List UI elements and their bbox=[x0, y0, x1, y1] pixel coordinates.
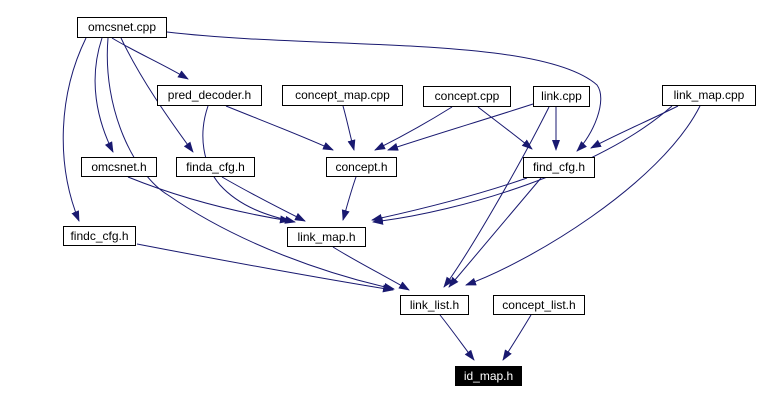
edge-link.cpp->link_list.h bbox=[443, 106, 550, 288]
edge-omcsnet.cpp->pred_decoder.h bbox=[111, 37, 189, 80]
graph-node-link-cpp[interactable]: link.cpp bbox=[533, 86, 590, 107]
graph-node-findc-cfg-h[interactable]: findc_cfg.h bbox=[63, 226, 136, 246]
graph-node-find-cfg-h[interactable]: find_cfg.h bbox=[523, 157, 595, 178]
edge-link_map.h->link_list.h bbox=[332, 246, 410, 291]
graph-node-omcsnet-h[interactable]: omcsnet.h bbox=[81, 157, 157, 177]
graph-node-id-map-h: id_map.h bbox=[455, 366, 522, 386]
edge-concept.cpp->find_cfg.h bbox=[477, 106, 533, 150]
graph-node-concept-cpp[interactable]: concept.cpp bbox=[423, 86, 511, 107]
edge-link_list.h->id_map.h bbox=[439, 314, 475, 361]
graph-node-link-map-h[interactable]: link_map.h bbox=[287, 227, 366, 247]
edge-concept.h->link_map.h bbox=[341, 176, 357, 221]
edge-omcsnet.cpp->find_cfg.h bbox=[166, 31, 602, 152]
edge-concept.cpp->concept.h bbox=[374, 106, 453, 151]
graph-node-concept-h[interactable]: concept.h bbox=[326, 157, 397, 177]
edge-concept_list.h->id_map.h bbox=[502, 314, 532, 361]
edge-link_map.cpp->find_cfg.h bbox=[590, 105, 679, 149]
edge-pred_decoder.h->concept.h bbox=[225, 105, 334, 151]
edge-omcsnet.cpp->findc_cfg.h bbox=[62, 37, 87, 222]
edge-omcsnet.cpp->omcsnet.h bbox=[94, 37, 114, 153]
graph-node-concept-list-h[interactable]: concept_list.h bbox=[493, 295, 585, 315]
graph-node-finda-cfg-h[interactable]: finda_cfg.h bbox=[176, 157, 255, 177]
graph-node-link-list-h[interactable]: link_list.h bbox=[400, 295, 469, 315]
edge-find_cfg.h->link_map.h bbox=[371, 177, 528, 222]
graph-node-concept-map-cpp[interactable]: concept_map.cpp bbox=[282, 85, 403, 106]
graph-node-pred-decoder-h[interactable]: pred_decoder.h bbox=[157, 85, 262, 106]
edge-find_cfg.h->link_list.h bbox=[448, 177, 542, 288]
graph-node-omcsnet-cpp[interactable]: omcsnet.cpp bbox=[77, 17, 167, 38]
edge-pred_decoder.h->link_map.h bbox=[202, 105, 296, 224]
edge-link.cpp->concept.h bbox=[387, 103, 534, 151]
edge-link_map.cpp->link_map.h bbox=[372, 105, 673, 225]
edge-link_map.cpp->link_list.h bbox=[465, 105, 701, 286]
edge-findc_cfg.h->link_list.h bbox=[136, 243, 394, 293]
edge-concept_map.cpp->concept.h bbox=[342, 105, 356, 151]
graph-node-link-map-cpp[interactable]: link_map.cpp bbox=[662, 85, 756, 106]
edge-omcsnet.cpp->link_list.h bbox=[106, 37, 395, 291]
edge-omcsnet.cpp->finda_cfg.h bbox=[120, 37, 194, 153]
edge-finda_cfg.h->link_map.h bbox=[221, 176, 306, 222]
edge-omcsnet.h->link_map.h bbox=[127, 176, 291, 224]
